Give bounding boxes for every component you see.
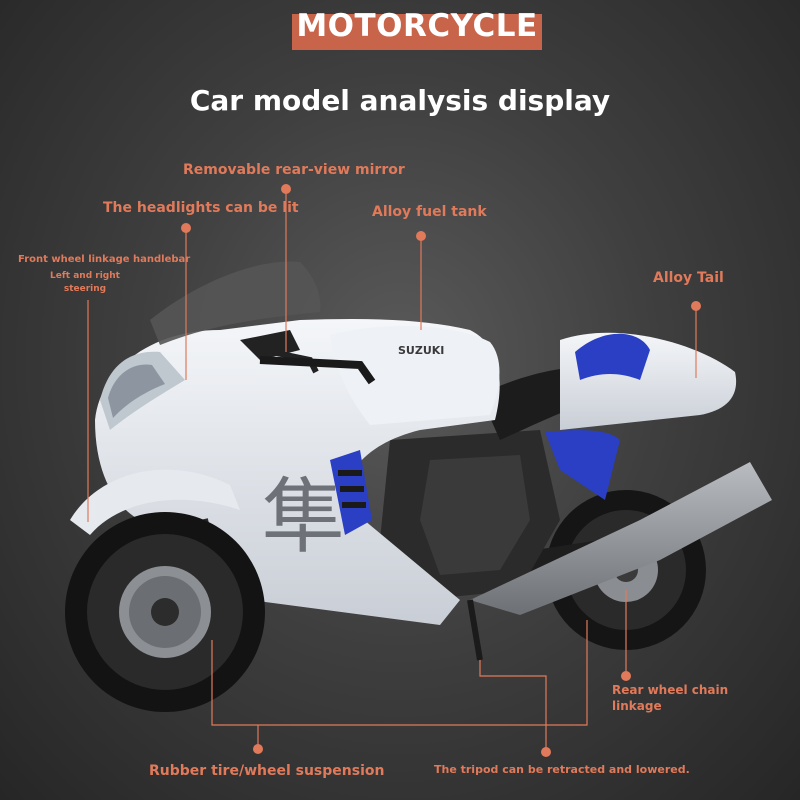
engine-detail [420,455,530,575]
fuel-tank [330,325,500,425]
front-wheel [65,512,265,712]
label-mirror: Removable rear-view mirror [183,162,405,178]
brand-logo-text: SUZUKI [398,344,444,357]
fairing-glyph: 隼 [262,470,344,565]
label-handlebar: Front wheel linkage handlebar [18,254,191,265]
label-tripod: The tripod can be retracted and lowered. [434,763,690,776]
handlebar [259,356,376,385]
label-chain-line2: linkage [612,699,662,713]
exhaust-pipe [470,462,772,615]
callout-dots [181,184,701,757]
side-vents [330,450,372,535]
callout-lines [87,189,697,749]
kickstand [467,599,483,661]
windscreen [150,261,321,345]
label-headlights: The headlights can be lit [103,200,299,216]
title-banner [292,14,542,50]
blue-panel [545,430,620,500]
label-tire: Rubber tire/wheel suspension [149,763,385,779]
banner-title: MOTORCYCLE [296,8,538,44]
label-fuel-tank: Alloy fuel tank [372,204,487,220]
label-tail: Alloy Tail [653,270,724,286]
page-subtitle: Car model analysis display [189,84,611,117]
label-chain-line1: Rear wheel chain [612,683,729,697]
label-steering-line1: Left and right [50,271,120,281]
front-fender [70,469,240,535]
label-steering-line2: steering [63,284,107,294]
tail-blue-trim [575,333,650,380]
